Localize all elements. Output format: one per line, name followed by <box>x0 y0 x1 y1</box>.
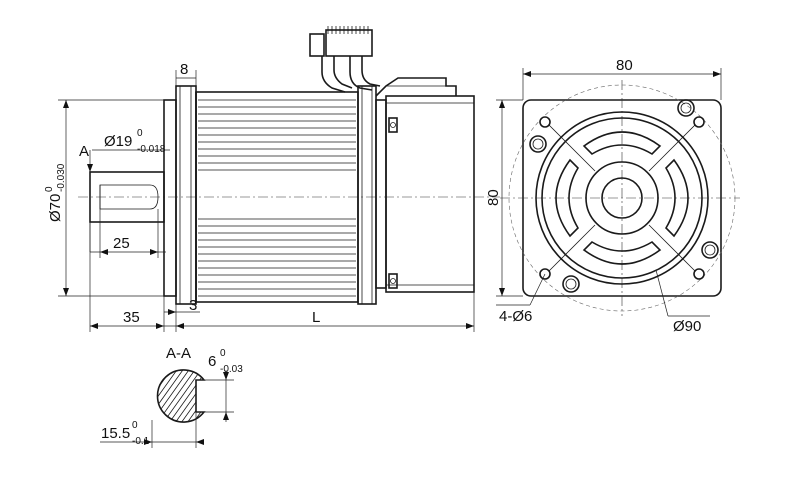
hub-outer <box>585 161 659 235</box>
dim-shaft-length: 35 <box>89 222 176 332</box>
key-depth-label: 15.5 <box>101 425 130 442</box>
dim-body-length: L <box>176 292 475 332</box>
shaft-dia-lower: -0.018 <box>137 144 166 155</box>
section-label: A-A <box>166 345 191 362</box>
rear-cap <box>357 77 475 305</box>
dim-bolt-circle: Ø90 <box>655 269 710 335</box>
cable-connectors <box>309 26 381 93</box>
finned-body <box>195 91 359 303</box>
dim-key-depth: 15.5 0 -0.1 <box>100 412 204 448</box>
outer-ring-inner <box>541 117 703 279</box>
key-width-upper: 0 <box>220 348 226 359</box>
pilot-depth-label: 3 <box>189 297 197 314</box>
dim-pilot-diameter: Ø70 0 -0.030 <box>44 99 164 297</box>
front-view: 80 80 4-Ø6 Ø90 <box>485 57 740 335</box>
dim-shaft-diameter: A Ø19 0 -0.018 <box>79 128 170 252</box>
pilot-dia-upper: 0 <box>44 186 55 192</box>
key-depth-upper: 0 <box>132 420 138 431</box>
dim-key-length: 25 <box>90 209 166 258</box>
pilot-dia-lower: -0.030 <box>56 163 67 192</box>
flange <box>163 85 197 305</box>
bolt-circle-label: Ø90 <box>673 318 701 335</box>
spokes <box>548 124 696 272</box>
body-length-label: L <box>312 309 320 326</box>
key-width-label: 6 <box>208 353 216 370</box>
mount-holes-label: 4-Ø6 <box>499 308 532 325</box>
side-view: 8 Ø70 0 -0.030 A Ø19 0 -0.018 <box>44 26 500 332</box>
dim-pilot-depth: 3 <box>164 297 200 332</box>
flange-height-label: 80 <box>485 189 502 206</box>
key-length-label: 25 <box>113 235 130 252</box>
flange-thickness-label: 8 <box>180 61 188 78</box>
dim-mount-holes: 4-Ø6 <box>496 273 546 325</box>
mount-holes <box>529 99 719 293</box>
shaft-length-label: 35 <box>123 309 140 326</box>
pilot-dia-label: Ø70 <box>47 194 64 222</box>
shaft-dia-upper: 0 <box>137 128 143 139</box>
dim-flange-thickness: 8 <box>175 61 197 86</box>
slots <box>555 131 689 265</box>
dim-flange-height: 80 <box>485 99 523 297</box>
flange-width-label: 80 <box>616 57 633 74</box>
key-depth-lower: -0.1 <box>132 436 150 447</box>
dim-flange-width: 80 <box>522 57 722 100</box>
key-width-lower: -0.03 <box>220 364 243 375</box>
section-outline <box>156 369 206 423</box>
bolt-circle-outer <box>508 84 736 312</box>
shaft-dia-label: Ø19 <box>104 133 132 150</box>
dim-key-width: 6 0 -0.03 <box>196 348 243 422</box>
section-aa: A-A 6 0 -0.03 15.5 0 -0.1 <box>100 345 243 448</box>
datum-label: A <box>79 143 89 160</box>
shaft-circle <box>601 177 643 219</box>
outer-ring <box>535 111 709 285</box>
